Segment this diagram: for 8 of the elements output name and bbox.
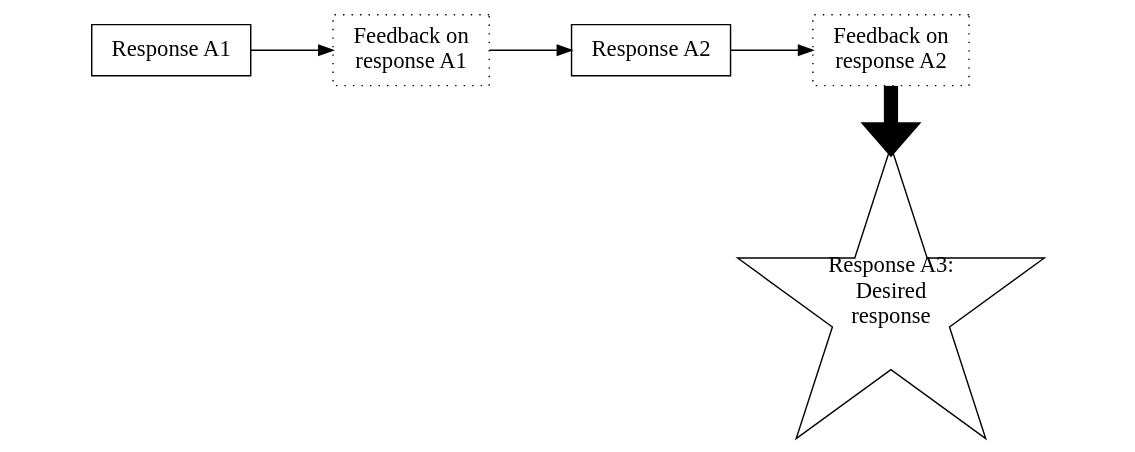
node-box: Feedback on response A2 [811,13,970,86]
arrow [488,43,574,56]
arrow [729,43,815,56]
node-box: Feedback on response A1 [331,13,490,86]
arrow [859,85,921,157]
node-box: Response A2 [570,23,731,76]
arrow [249,43,335,56]
node-box: Response A1 [90,23,251,76]
